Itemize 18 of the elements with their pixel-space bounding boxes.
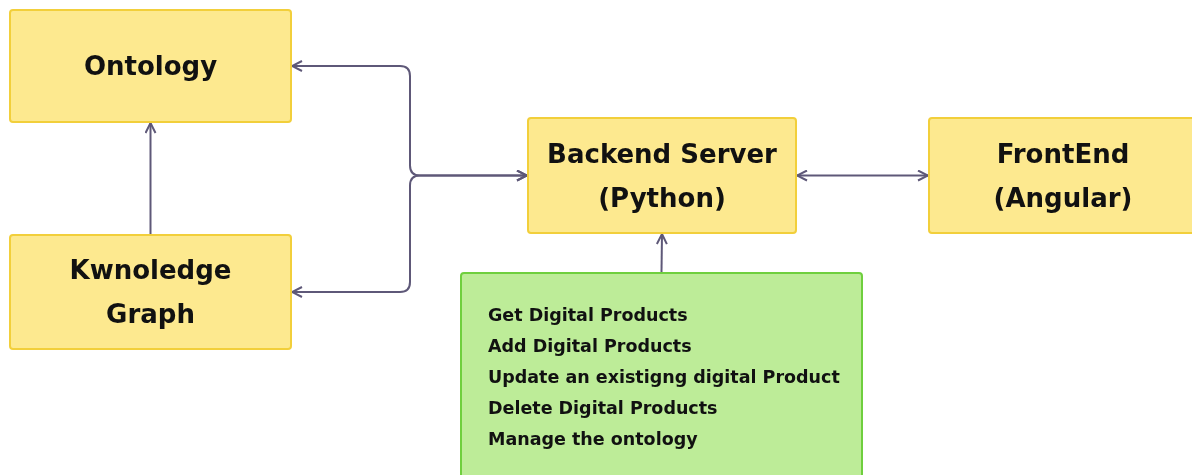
arrow: [796, 169, 929, 182]
node-label: Kwnoledge Graph: [68, 254, 233, 331]
list-item: Delete Digital Products: [488, 397, 718, 420]
node-label: FrontEnd (Angular): [992, 137, 1134, 215]
node-label: Ontology: [83, 50, 218, 83]
arrow: [655, 233, 668, 273]
process-box: [9, 234, 292, 350]
process-box: [928, 117, 1192, 234]
list-item: Update an existigng digital Product: [488, 366, 840, 389]
list-item: Get Digital Products: [488, 304, 688, 327]
process-box: [9, 9, 292, 123]
arrow: [144, 122, 157, 235]
arrow: [291, 169, 528, 298]
note-box: [460, 272, 863, 475]
process-box: [527, 117, 797, 234]
list-item: Manage the ontology: [488, 428, 698, 451]
node-label: Backend Server (Python): [546, 137, 778, 215]
list-item: Add Digital Products: [488, 335, 692, 358]
